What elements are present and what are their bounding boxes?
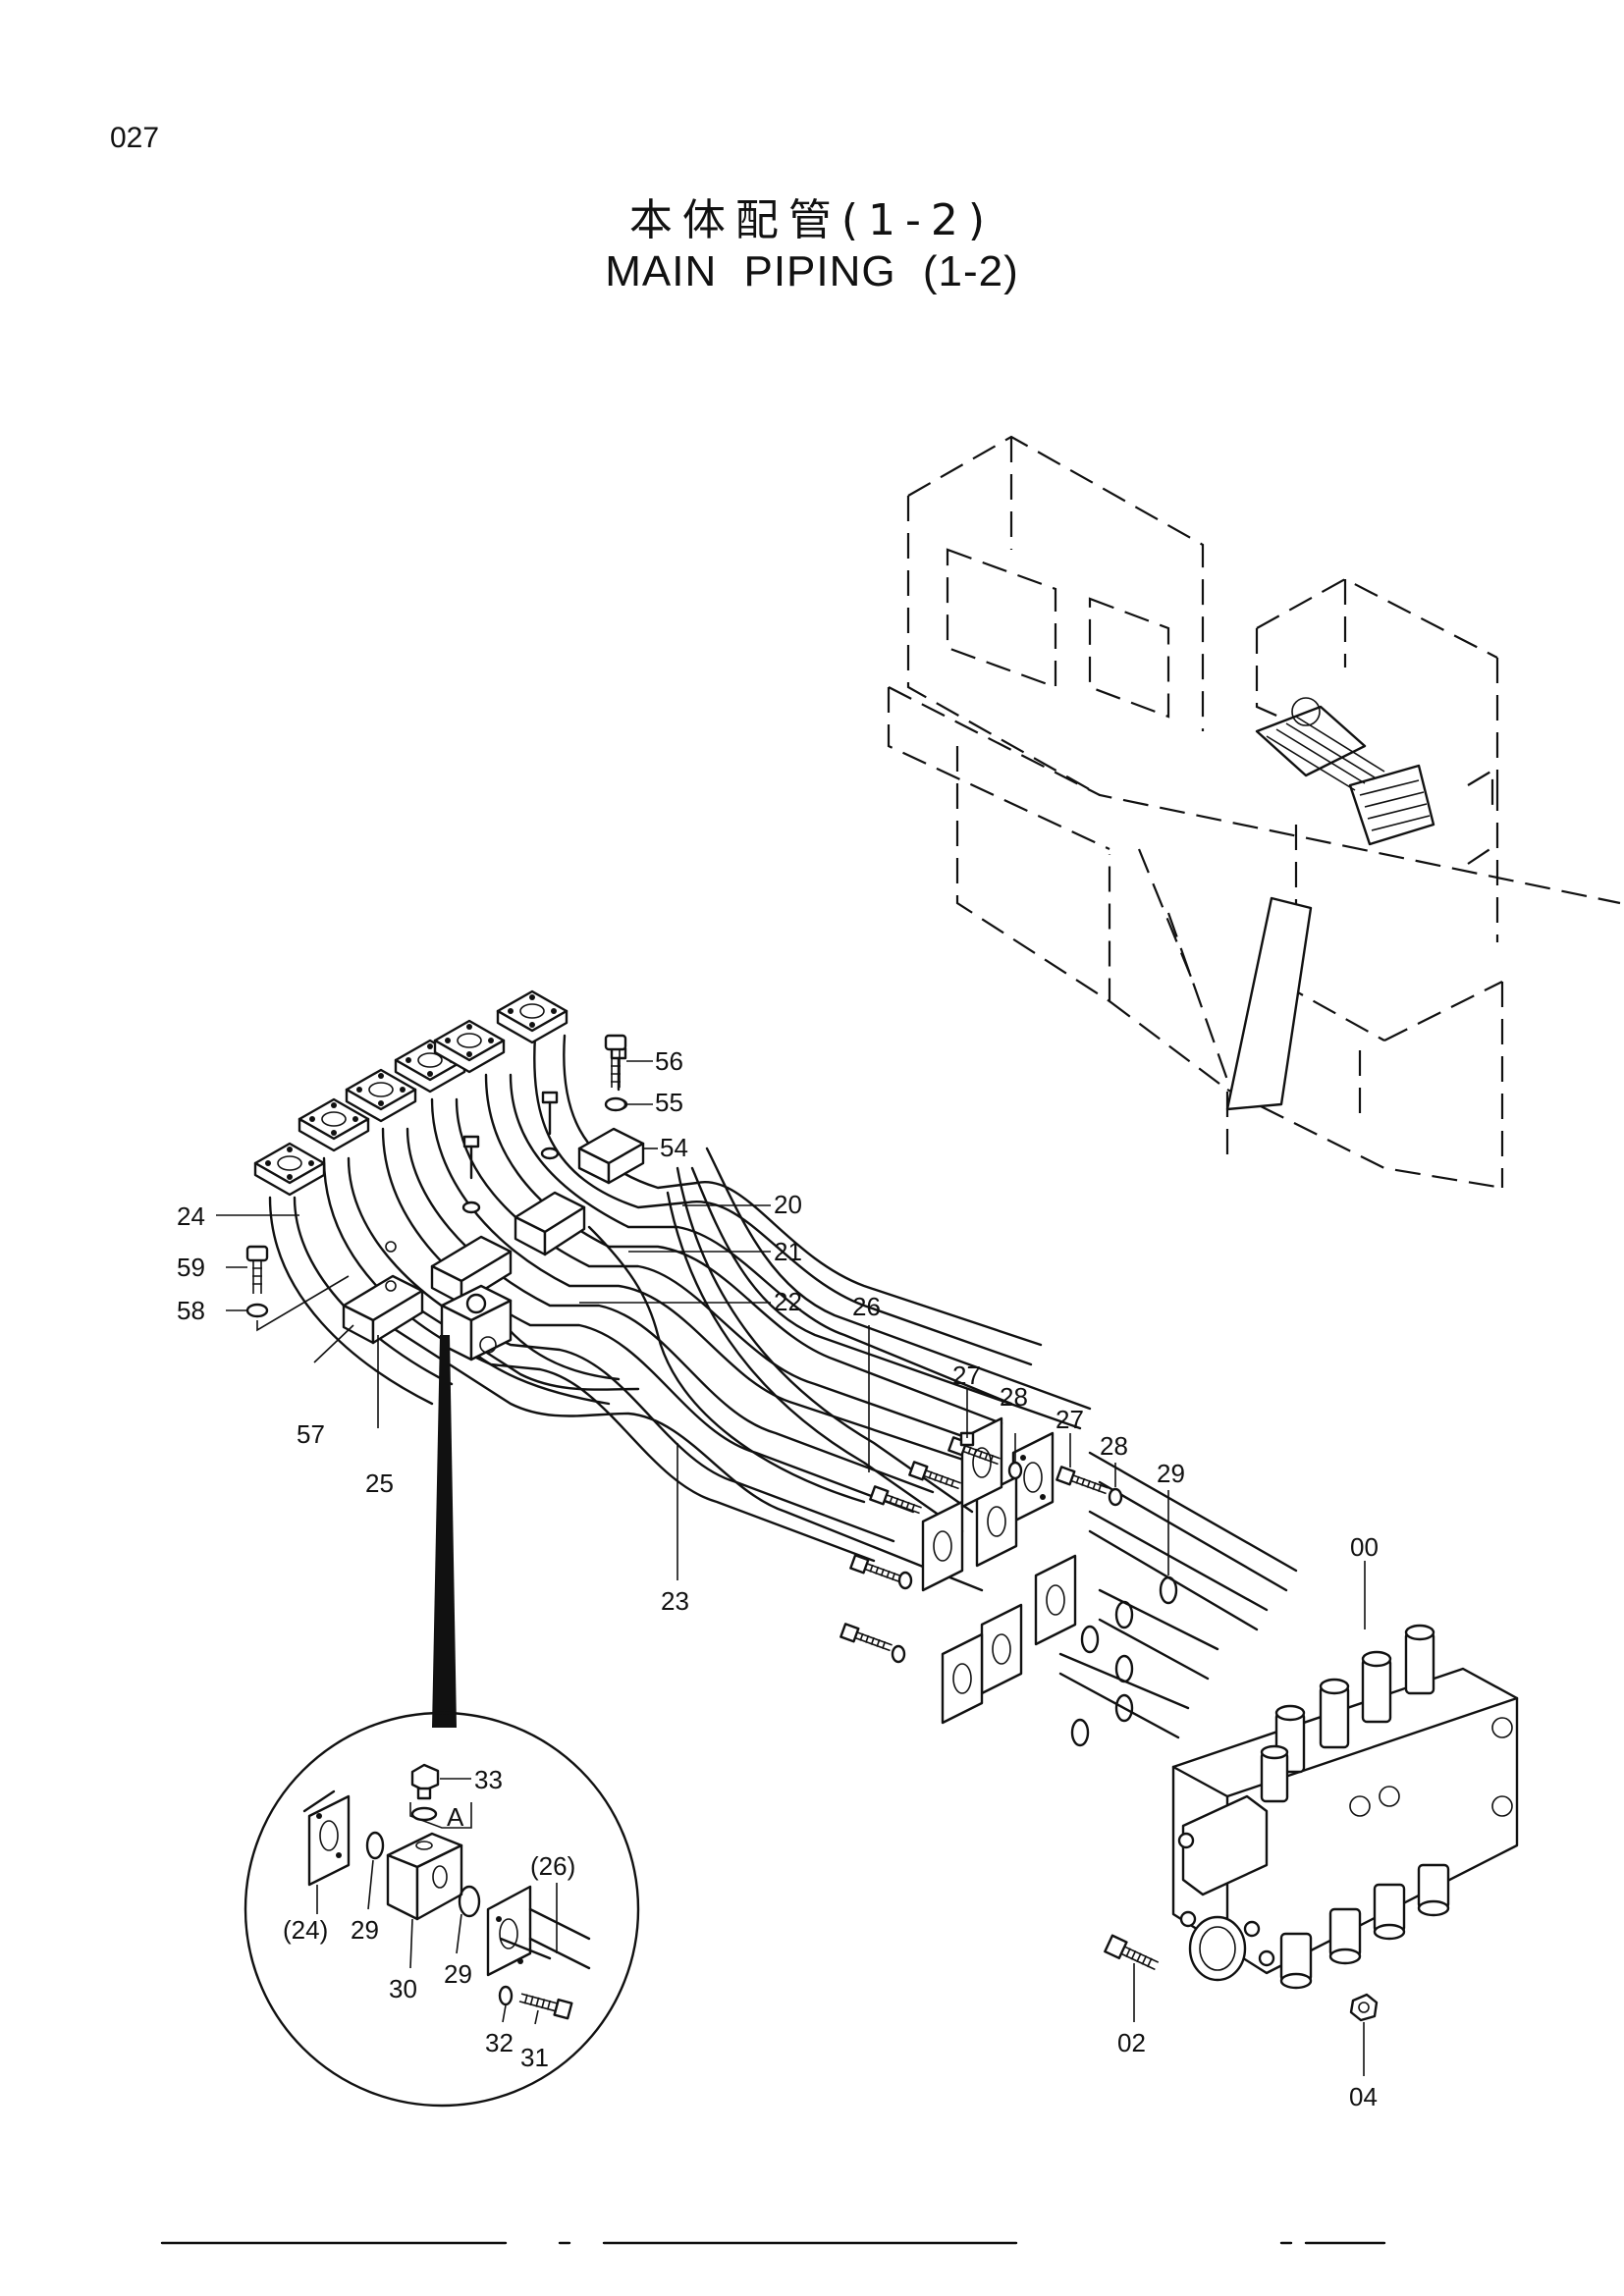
detail-callout-33: 33 (474, 1765, 503, 1794)
leader-lines (216, 1060, 1366, 2076)
page-number: 027 (110, 122, 160, 154)
callout-59: 59 (177, 1253, 205, 1282)
callout-55: 55 (655, 1088, 683, 1117)
flange-bolts (839, 1431, 1123, 1664)
callout-27b: 27 (1056, 1405, 1084, 1434)
control-valve (1171, 1624, 1519, 1990)
pipe-end-flanges (921, 1416, 1077, 1725)
pipe-bundle (268, 1034, 1298, 1739)
callout-25: 25 (365, 1468, 394, 1498)
detail-callout-31: 31 (520, 2043, 549, 2072)
callout-54: 54 (660, 1133, 688, 1162)
machine-outline (887, 435, 1621, 1190)
callout-29: 29 (1157, 1459, 1185, 1488)
detail-label-a: A (447, 1802, 464, 1832)
valve-nut-04 (1349, 1993, 1379, 2022)
callout-21: 21 (774, 1237, 802, 1266)
callout-26: 26 (852, 1292, 881, 1321)
callout-labels: 56 55 54 20 21 22 24 59 58 57 25 26 27 2… (177, 1046, 1379, 2111)
callout-56: 56 (655, 1046, 683, 1076)
top-flanges (253, 989, 568, 1197)
detail-callout-30: 30 (389, 1974, 417, 2003)
washer-55 (604, 1096, 627, 1112)
callout-04: 04 (1349, 2082, 1378, 2111)
detail-pointer (432, 1335, 457, 1728)
callout-23: 23 (661, 1586, 689, 1616)
valve-bolt-02 (1104, 1934, 1160, 1971)
detail-callout-32: 32 (485, 2028, 514, 2057)
callout-20: 20 (774, 1190, 802, 1219)
bolt-56 (604, 1034, 627, 1088)
detail-callout-24: (24) (283, 1915, 328, 1945)
callout-57: 57 (297, 1419, 325, 1449)
detail-callout-29a: 29 (351, 1915, 379, 1945)
callout-28b: 28 (1100, 1431, 1128, 1461)
detail-labels: 33 A (26) (24) 29 30 29 32 31 (283, 1765, 575, 2072)
bolt-59 (245, 1245, 269, 1294)
callout-28a: 28 (1000, 1382, 1028, 1412)
title-japanese: 本体配管(1-2) (628, 195, 996, 245)
o-rings (1070, 1575, 1178, 1747)
callout-24: 24 (177, 1201, 205, 1231)
detail-callout-29b: 29 (444, 1959, 472, 1989)
callout-02: 02 (1117, 2028, 1146, 2057)
callout-58: 58 (177, 1296, 205, 1325)
title-english: MAIN PIPING (1-2) (605, 247, 1019, 295)
callout-27a: 27 (952, 1361, 981, 1390)
washer-58 (245, 1303, 269, 1318)
pipe-clamps (342, 1127, 645, 1362)
detail-view (244, 1711, 640, 2108)
detail-callout-26: (26) (530, 1851, 575, 1881)
callout-22: 22 (774, 1287, 802, 1316)
callout-00: 00 (1350, 1532, 1379, 1562)
